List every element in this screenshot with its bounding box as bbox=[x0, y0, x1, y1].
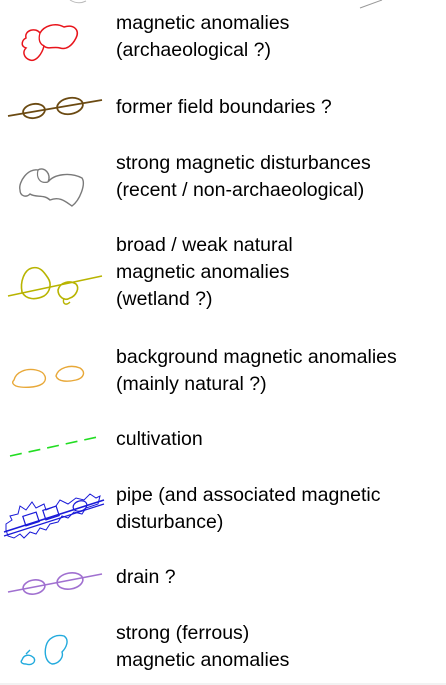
legend-item-cultivation: cultivation bbox=[0, 424, 446, 472]
legend-item-pipe: pipe (and associated magnetic disturbanc… bbox=[0, 476, 446, 556]
legend-label-line: drain ? bbox=[116, 566, 176, 588]
blue-pipe-line-icon bbox=[3, 493, 105, 539]
legend-item-drain: drain ? bbox=[0, 562, 446, 608]
legend-label-line: magnetic anomalies bbox=[116, 12, 290, 34]
green-dashed-line-icon bbox=[9, 435, 103, 457]
legend-label-line: broad / weak natural bbox=[116, 234, 293, 256]
purple-drain-line-icon bbox=[7, 572, 103, 595]
legend-item-field-boundaries: former field boundaries ? bbox=[0, 86, 446, 132]
legend-item-wetland-anomalies: broad / weak natural magnetic anomalies … bbox=[0, 226, 446, 326]
legend-label-line: strong (ferrous) bbox=[116, 622, 250, 644]
legend-label-line: former field boundaries ? bbox=[116, 96, 332, 118]
legend-item-archaeological-anomalies: magnetic anomalies (archaeological ?) bbox=[0, 0, 446, 80]
legend-label-line: pipe (and associated magnetic bbox=[116, 484, 381, 506]
grey-disturbance-outline-icon bbox=[19, 168, 84, 207]
legend-label-line: disturbance) bbox=[116, 511, 224, 533]
legend-item-strong-disturbances: strong magnetic disturbances (recent / n… bbox=[0, 144, 446, 216]
legend-label-line: (wetland ?) bbox=[116, 288, 213, 310]
red-anomaly-outline-icon bbox=[21, 24, 78, 62]
legend-bottom-edge bbox=[0, 683, 446, 685]
legend-label-line: cultivation bbox=[116, 428, 203, 450]
olive-wetland-outline-icon bbox=[7, 266, 103, 305]
map-edge-lines bbox=[69, 0, 383, 9]
legend-label-line: (mainly natural ?) bbox=[116, 373, 267, 395]
legend-label-line: magnetic anomalies bbox=[116, 649, 290, 671]
legend-label-line: strong magnetic disturbances bbox=[116, 152, 371, 174]
legend-label-line: magnetic anomalies bbox=[116, 261, 290, 283]
cyan-ferrous-outline-icon bbox=[20, 634, 68, 666]
legend-label-line: background magnetic anomalies bbox=[116, 346, 397, 368]
legend-item-ferrous-anomalies: strong (ferrous) magnetic anomalies bbox=[0, 614, 446, 684]
legend-label-line: (archaeological ?) bbox=[116, 39, 272, 61]
orange-background-outline-icon bbox=[12, 365, 85, 389]
legend-label-line: (recent / non-archaeological) bbox=[116, 179, 365, 201]
brown-boundary-line-icon bbox=[7, 96, 103, 120]
legend-item-background-anomalies: background magnetic anomalies (mainly na… bbox=[0, 336, 446, 416]
